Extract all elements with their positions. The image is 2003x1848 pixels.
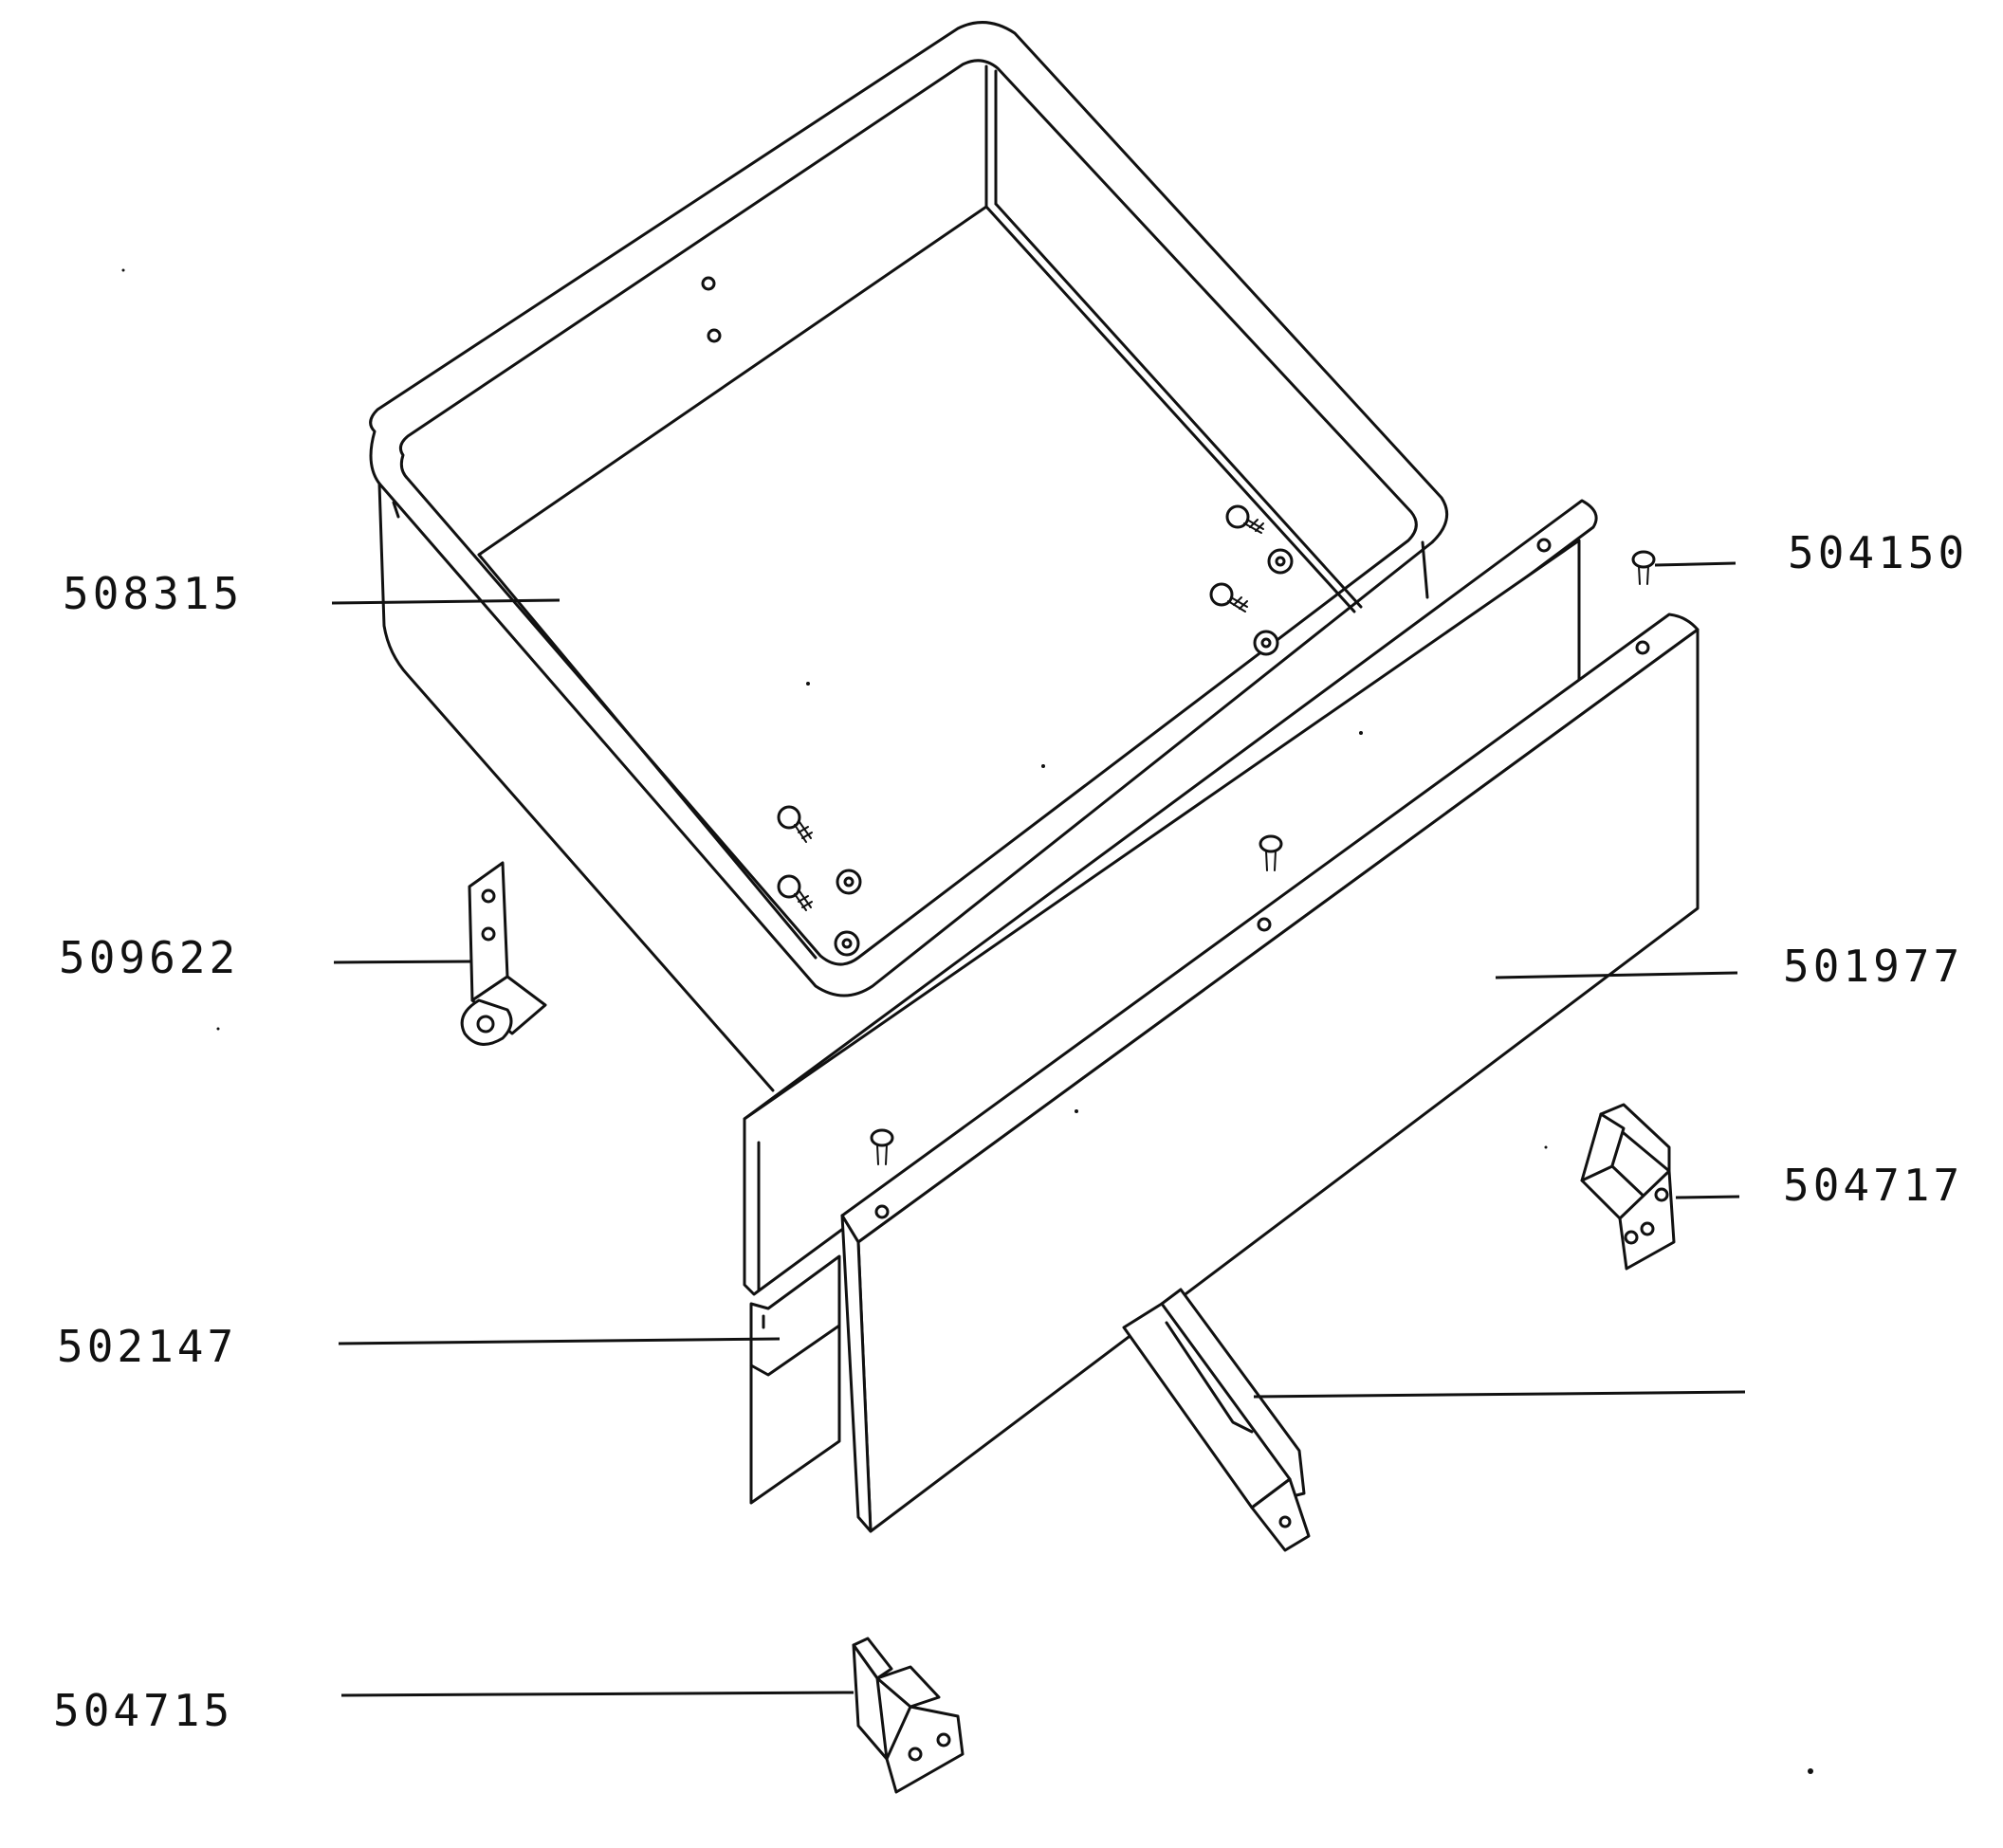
- leader-509622: [333, 960, 472, 964]
- leader-lines: [331, 561, 1746, 1697]
- right-bracket-504717: [1580, 1103, 1676, 1271]
- leader-504715: [340, 1691, 854, 1697]
- label-502147: 502147: [57, 1321, 237, 1372]
- cotter-pin-icon: [1259, 834, 1283, 871]
- front-panel-501977: [840, 613, 1700, 1533]
- leader-502147: [338, 1337, 781, 1345]
- label-508315: 508315: [63, 568, 243, 619]
- scan-specks: [121, 268, 1813, 1774]
- back-rail-502147: [743, 499, 1598, 1505]
- screw-icon: [777, 805, 813, 843]
- tray-508315: [369, 21, 1449, 1092]
- support-leg: [1122, 1288, 1311, 1552]
- leader-501977: [1495, 971, 1738, 979]
- cotter-pin-icon: [1631, 550, 1656, 585]
- caster-bracket-509622: [460, 861, 547, 1046]
- label-509622: 509622: [59, 932, 239, 983]
- screw-icon: [1225, 504, 1264, 534]
- label-501977: 501977: [1783, 941, 1963, 992]
- cotter-pin-icon: [870, 1128, 894, 1165]
- leader-504150: [1654, 561, 1737, 567]
- label-504717: 504717: [1783, 1160, 1963, 1211]
- label-504150: 504150: [1788, 527, 1968, 578]
- screw-icon: [1209, 582, 1248, 613]
- left-bracket-504715: [852, 1637, 965, 1794]
- label-504715: 504715: [53, 1685, 233, 1736]
- screw-icon: [777, 874, 813, 911]
- leader-support-leg: [1253, 1390, 1746, 1399]
- leader-504717: [1675, 1195, 1740, 1199]
- leader-508315: [331, 598, 560, 605]
